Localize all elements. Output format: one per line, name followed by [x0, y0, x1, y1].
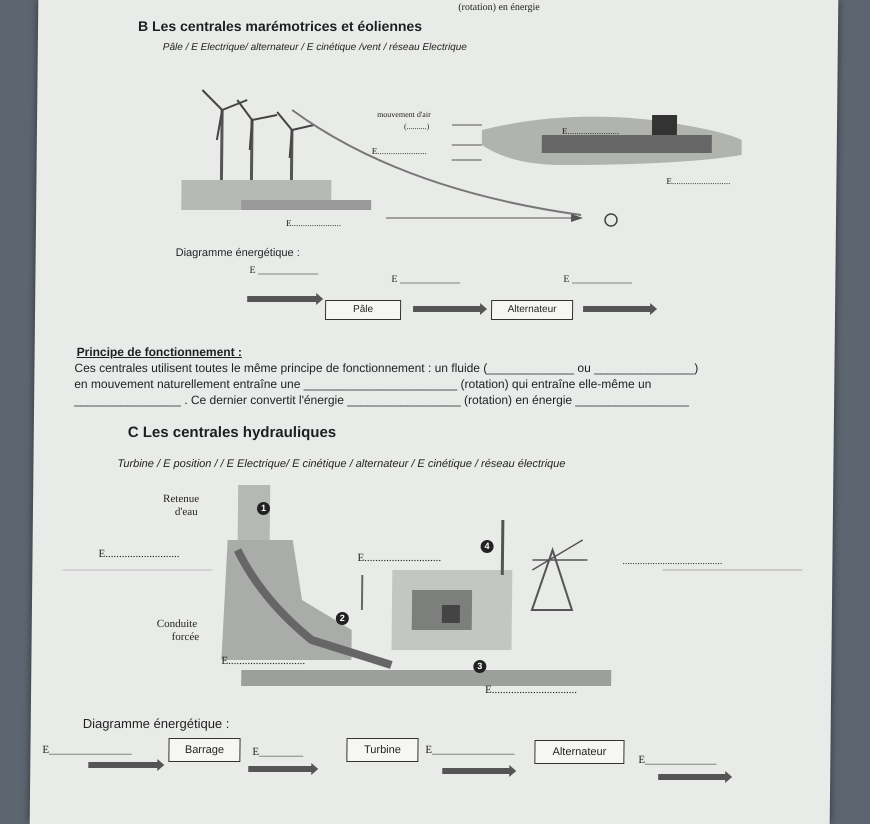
energy-box-turbine: Turbine — [346, 738, 419, 762]
energy-c-e3: E_______________ — [425, 744, 515, 756]
energy-c-e1: E_______________ — [42, 744, 132, 756]
wind-tidal-illustration: mouvement d'air (..........) E..........… — [181, 70, 743, 240]
energy-arrow — [442, 768, 511, 774]
section-c-title: C Les centrales hydrauliques — [127, 424, 337, 441]
energy-arrow — [413, 306, 482, 312]
hydro-illustration: Retenue d'eau Conduite forcée E.........… — [61, 480, 803, 705]
tidal-energy-blank-right: E.......................... — [666, 176, 731, 186]
section-b-keywords: Pâle / E Electrique/ alternateur / E cin… — [162, 42, 467, 53]
wind-tidal-drawing — [181, 89, 742, 227]
energy-arrow — [658, 774, 727, 780]
principle-line-2: en mouvement naturellement entraîne une … — [74, 377, 652, 391]
hydro-blank-low: E............................ — [221, 655, 306, 667]
energy-b-e2: E ____________ — [391, 274, 461, 285]
wind-energy-blank-bottom: E...................... — [285, 218, 342, 228]
section-c-energy-title: Diagramme énergétique : — [82, 716, 230, 731]
worksheet-page: (rotation) en énergie B Les centrales ma… — [29, 0, 839, 824]
energy-arrow — [247, 296, 318, 302]
hydro-blank-mid: E............................ — [357, 552, 442, 564]
hydro-blank-bottom: E............................... — [485, 684, 578, 696]
marker-3: 3 — [473, 660, 487, 673]
principle-line-1: Ces centrales utilisent toutes le même p… — [74, 361, 699, 375]
air-movement-paren: (..........) — [403, 122, 430, 131]
forcee-label: forcée — [171, 631, 200, 643]
marker-4: 4 — [480, 540, 494, 553]
section-b-title: B Les centrales marémotrices et éolienne… — [137, 18, 423, 34]
marker-1: 1 — [256, 502, 271, 515]
wind-energy-blank-mid: E...................... — [371, 146, 427, 156]
retenue-label: Retenue — [163, 493, 200, 505]
energy-box-pale: Pâle — [324, 300, 402, 320]
energy-b-e1: E ____________ — [249, 265, 319, 276]
energy-b-e3: E ____________ — [563, 274, 633, 285]
principle-line-3: ________________ . Ce dernier convertit … — [74, 393, 689, 407]
energy-arrow — [88, 762, 159, 768]
header-fragment: (rotation) en énergie — [458, 2, 540, 13]
energy-box-alternateur-c: Alternateur — [534, 740, 625, 764]
tidal-energy-blank-top: E....................... — [561, 126, 620, 136]
hydro-blank-left: E........................... — [98, 548, 180, 560]
section-c-keywords: Turbine / E position / / E Electrique/ E… — [117, 458, 566, 470]
energy-c-e2: E________ — [252, 746, 304, 758]
energy-box-alternateur: Alternateur — [490, 300, 574, 320]
deau-label: d'eau — [174, 506, 198, 518]
hydro-right-line: ........................................ — [622, 556, 723, 567]
air-movement-label: mouvement d'air — [377, 110, 431, 119]
energy-box-barrage: Barrage — [168, 738, 241, 762]
energy-c-e4: E_____________ — [638, 754, 717, 766]
marker-2: 2 — [335, 612, 349, 625]
hydro-drawing — [62, 485, 803, 686]
conduite-label: Conduite — [156, 618, 198, 630]
section-b-energy-title: Diagramme énergétique : — [175, 247, 300, 259]
principle-title: Principe de fonctionnement : — [76, 345, 243, 359]
energy-arrow — [583, 306, 652, 312]
energy-arrow — [248, 766, 313, 772]
